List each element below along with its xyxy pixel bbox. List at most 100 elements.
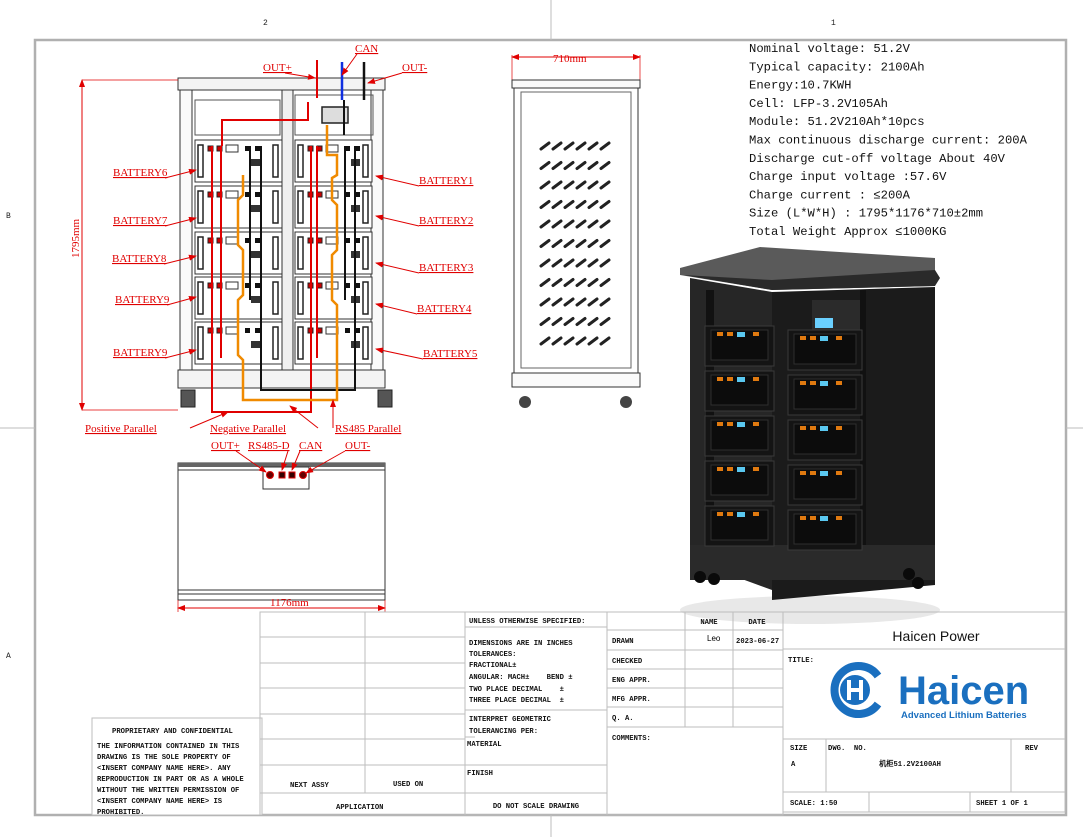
vent-slot: [551, 278, 563, 287]
out-plus-label: OUT+: [263, 62, 292, 74]
vent-slot: [599, 141, 611, 151]
drawn-label: DRAWN: [612, 638, 634, 646]
vent-slot: [563, 200, 575, 209]
logo-tagline: Advanced Lithium Batteries: [901, 710, 1027, 721]
date-header: DATE: [748, 619, 766, 627]
vent-slot: [539, 219, 551, 229]
vent-slot: [539, 200, 551, 209]
width-dimension: 1176mm: [270, 597, 309, 609]
vent-slot: [563, 336, 575, 346]
zone-label: 2: [263, 19, 268, 28]
proprietary-line: THE INFORMATION CONTAINED IN THIS: [97, 743, 240, 751]
depth-dimension: 710mm: [553, 53, 587, 65]
vent-slot: [539, 141, 551, 151]
negative-parallel-label: Negative Parallel: [210, 423, 286, 435]
battery-label: BATTERY4: [417, 303, 472, 315]
zone-label: 1: [831, 19, 836, 28]
photo-battery-module: [787, 374, 863, 416]
spec-line: Charge current : ≤200A: [749, 188, 911, 202]
name-header: NAME: [700, 619, 718, 627]
rev-label: REV: [1025, 745, 1039, 753]
vent-slot: [563, 317, 575, 326]
photo-battery-module: [787, 464, 863, 506]
vent-slot: [563, 180, 575, 190]
title-label: TITLE:: [788, 657, 814, 665]
company-name: Haicen Power: [892, 628, 979, 644]
vent-slot: [599, 258, 611, 268]
vent-slot: [539, 297, 551, 307]
vent-slot: [575, 239, 587, 248]
battery-label: BATTERY8: [112, 253, 167, 265]
zone-label: B: [6, 212, 11, 221]
vent-slot: [575, 180, 587, 190]
proprietary-line: <INSERT COMPANY NAME HERE>. ANY: [97, 765, 231, 773]
vent-slot: [575, 161, 587, 170]
battery-label: BATTERY1: [419, 175, 473, 187]
cable: [221, 102, 309, 146]
vent-slot: [587, 278, 599, 287]
vent-slot: [587, 141, 599, 151]
vent-slot: [587, 200, 599, 209]
vent-slot: [599, 180, 611, 190]
height-dimension: 1795mm: [70, 218, 82, 258]
finish-label: FINISH: [467, 770, 493, 778]
vent-slot: [551, 336, 563, 346]
rs485-parallel-label: RS485 Parallel: [335, 423, 401, 435]
spec-line: Discharge cut-off voltage About 40V: [749, 152, 1006, 166]
vent-slot: [539, 180, 551, 190]
comments-label: COMMENTS:: [612, 735, 651, 743]
application-label: APPLICATION: [336, 804, 383, 812]
proprietary-line: <INSERT COMPANY NAME HERE> IS: [97, 798, 223, 806]
unless-specified: UNLESS OTHERWISE SPECIFIED:: [469, 618, 585, 626]
vent-slot: [575, 141, 587, 151]
photo-battery-module: [704, 415, 775, 457]
vent-slot: [563, 239, 575, 248]
tolerance-line: DIMENSIONS ARE IN INCHES: [469, 640, 573, 648]
photo-battery-module: [787, 329, 863, 371]
vent-slot: [575, 219, 587, 229]
control-panel: [294, 94, 374, 136]
dwg-no: 机柜51.2V2100AH: [879, 759, 941, 769]
vent-slot: [575, 317, 587, 326]
out-plus-label: OUT+: [211, 440, 240, 452]
haicen-logo: Haicen Advanced Lithium Batteries: [830, 662, 1029, 721]
vent-slot: [551, 141, 563, 151]
vent-slot: [575, 200, 587, 209]
spec-line: Module: 51.2V210Ah*10pcs: [749, 115, 925, 129]
next-assy-label: NEXT ASSY: [290, 782, 330, 790]
vent-slot: [587, 219, 599, 229]
caster-icon: [912, 577, 924, 589]
vent-slot: [575, 297, 587, 307]
photo-battery-module: [704, 370, 775, 412]
product-photo: [680, 247, 940, 624]
photo-battery-module: [704, 505, 775, 547]
vent-slot: [539, 239, 551, 248]
caster-icon: [708, 573, 720, 585]
vent-slot: [599, 297, 611, 307]
title-block: UNLESS OTHERWISE SPECIFIED: DIMENSIONS A…: [91, 611, 1066, 817]
qa-label: Q. A.: [612, 715, 634, 723]
size-value: A: [791, 761, 796, 769]
used-on-label: USED ON: [393, 781, 423, 789]
mfg-appr-label: MFG APPR.: [612, 696, 651, 704]
battery-label: BATTERY9: [115, 294, 170, 306]
proprietary-line: DRAWING IS THE SOLE PROPERTY OF: [97, 754, 231, 762]
top-view: OUT+ RS485-D CAN OUT- 1176mm: [177, 440, 386, 612]
battery-label: BATTERY6: [113, 167, 168, 179]
logo-wordmark: Haicen: [898, 669, 1029, 713]
proprietary-line: REPRODUCTION IN PART OR AS A WHOLE: [97, 776, 244, 784]
spec-line: Size (L*W*H) : 1795*1176*710±2mm: [749, 207, 983, 221]
vent-slot: [539, 161, 551, 170]
vent-slot: [599, 200, 611, 209]
zone-label: A: [6, 652, 11, 661]
vent-slot: [563, 297, 575, 307]
do-not-scale: DO NOT SCALE DRAWING: [493, 803, 579, 811]
battery-module: [294, 321, 373, 365]
battery-module: [294, 139, 373, 183]
tolerance-line: ANGULAR: MACH± BEND ±: [469, 674, 573, 682]
drawn-name: Leo: [707, 634, 721, 643]
interpret-line: TOLERANCING PER:: [469, 728, 538, 736]
battery-label: BATTERY7: [113, 215, 168, 227]
